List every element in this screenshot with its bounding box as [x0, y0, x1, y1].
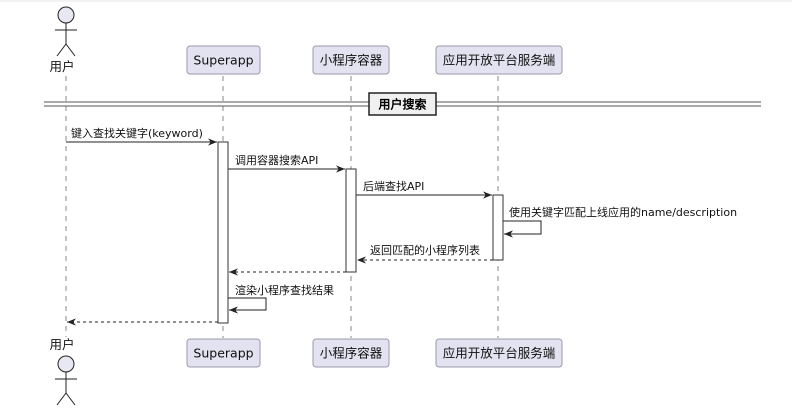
participant-container-label-bottom: 小程序容器 — [320, 346, 383, 361]
actor-head-icon — [57, 6, 75, 24]
activation-platform — [492, 194, 504, 261]
activation-container — [345, 168, 357, 273]
message-label-4: 使用关键字匹配上线应用的name/description — [509, 205, 737, 219]
actor-user-label-top: 用户 — [49, 59, 74, 74]
activation-superapp — [217, 141, 229, 324]
message-arrow-7 — [228, 297, 267, 314]
participant-platform-label-bottom: 应用开放平台服务端 — [443, 346, 556, 361]
participant-container-top: 小程序容器 — [312, 45, 390, 75]
message-label-6: 渲染小程序查找结果 — [235, 283, 334, 297]
actor-user-bottom — [55, 355, 77, 406]
actor-user-top — [55, 6, 77, 57]
message-label-5: 返回匹配的小程序列表 — [370, 243, 480, 257]
message-label-3: 后端查找API — [363, 179, 424, 193]
participant-platform-top: 应用开放平台服务端 — [435, 45, 563, 75]
actor-user-label-bottom: 用户 — [49, 337, 74, 352]
participant-superapp-top: Superapp — [186, 45, 261, 75]
participant-container-bottom: 小程序容器 — [312, 338, 390, 368]
section-divider: 用户搜索 — [44, 92, 761, 116]
message-label-2: 调用容器搜索API — [235, 153, 318, 167]
participant-platform-bottom: 应用开放平台服务端 — [435, 338, 563, 368]
participant-container-label: 小程序容器 — [320, 53, 383, 68]
divider-label: 用户搜索 — [377, 97, 426, 112]
participant-platform-label: 应用开放平台服务端 — [443, 53, 556, 68]
actor-head-icon — [57, 355, 75, 373]
participant-superapp-label: Superapp — [193, 53, 253, 68]
participant-superapp-bottom: Superapp — [186, 338, 261, 368]
participant-superapp-label-bottom: Superapp — [193, 346, 253, 361]
message-label-1: 键入查找关键字(keyword) — [71, 126, 203, 140]
message-arrow-4 — [503, 220, 542, 238]
